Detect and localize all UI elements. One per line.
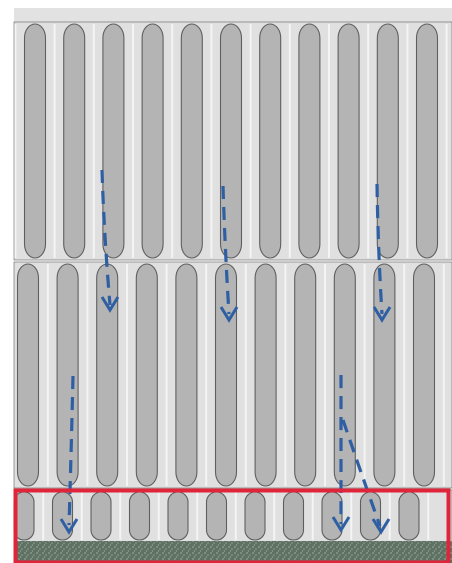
column	[398, 491, 420, 541]
arrow-head	[372, 306, 392, 323]
substrate-base	[14, 541, 452, 563]
column	[337, 23, 360, 259]
arrow-head	[219, 306, 239, 323]
column	[298, 23, 321, 259]
bottom-layer	[13, 489, 452, 543]
column	[63, 23, 86, 259]
bottom-layer-matrix	[13, 489, 452, 543]
column	[373, 263, 396, 487]
column	[259, 23, 282, 259]
arrow-head	[59, 518, 79, 535]
column	[56, 263, 79, 487]
arrow-shaft	[100, 169, 112, 306]
column	[244, 491, 266, 541]
arrow-head	[331, 516, 351, 533]
middle-layer	[13, 261, 452, 489]
column	[333, 263, 356, 487]
column	[321, 491, 343, 541]
arrow-shaft	[341, 419, 382, 527]
arrow-shaft	[67, 375, 75, 526]
arrow-upper-left	[100, 169, 120, 313]
column	[205, 491, 228, 541]
column	[412, 263, 436, 487]
column	[219, 23, 243, 259]
column	[90, 491, 112, 541]
arrow-lower-right-b	[341, 419, 391, 535]
column	[128, 491, 151, 541]
arrow-upper-center	[219, 185, 239, 323]
column	[167, 491, 189, 541]
arrow-shaft	[221, 185, 231, 315]
arrow-lower-left	[59, 375, 79, 535]
column	[376, 23, 399, 259]
column	[214, 263, 238, 487]
arrow-upper-right	[372, 183, 392, 323]
top-band	[14, 8, 452, 24]
column	[16, 263, 40, 487]
column	[135, 263, 158, 487]
column	[254, 263, 277, 487]
arrow-head	[371, 518, 391, 535]
column	[180, 23, 203, 259]
arrow-shaft	[375, 183, 384, 315]
column	[294, 263, 317, 487]
arrow-head	[100, 296, 120, 313]
arrow-lower-right-a	[331, 374, 351, 533]
column	[141, 23, 164, 259]
column	[96, 263, 119, 487]
column	[23, 23, 47, 259]
column	[102, 23, 125, 259]
column	[282, 491, 305, 541]
column	[415, 23, 439, 259]
column	[175, 263, 198, 487]
upper-layer	[13, 21, 452, 261]
